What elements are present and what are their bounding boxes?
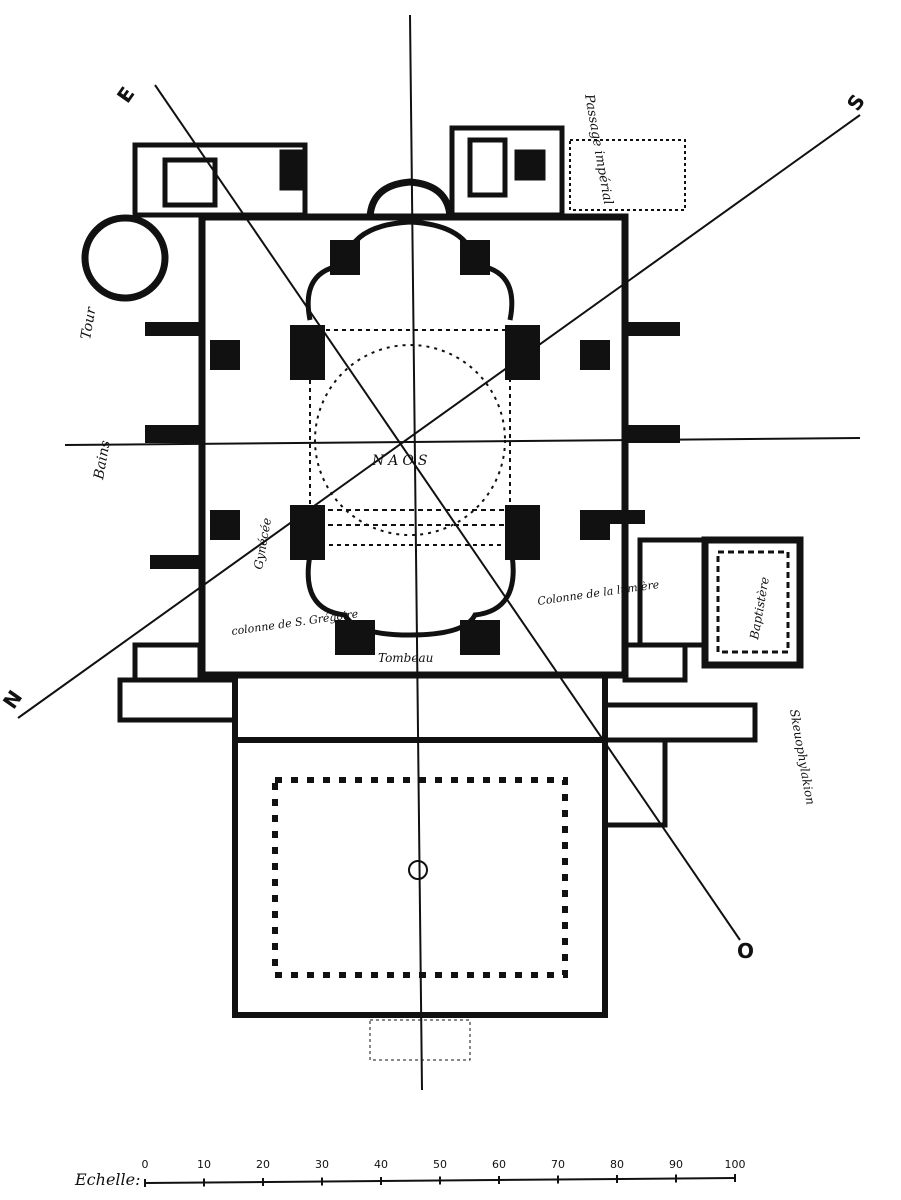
scale-tick-label: 50 xyxy=(433,1158,447,1171)
scale-tick-label: 0 xyxy=(142,1158,149,1171)
horizontal-axis xyxy=(64,437,861,446)
north-south-axis xyxy=(17,114,861,719)
label-women-gallery: Gynécée xyxy=(251,517,274,571)
atrium xyxy=(232,737,608,1018)
cardinal-south: S xyxy=(842,90,870,116)
scale-bar: Echelle: 0 10 20 30 40 50 60 70 80 90 100 xyxy=(74,1158,746,1189)
label-baptistery: Baptistère xyxy=(747,576,772,642)
label-naos: NAOS xyxy=(371,453,431,469)
atrium-fountain xyxy=(408,860,428,880)
label-baths: Bains xyxy=(91,439,114,481)
nave-lower-lobes xyxy=(305,554,516,638)
scale-tick-label: 100 xyxy=(725,1158,746,1171)
east-apse xyxy=(366,178,454,218)
scale-tick-label: 70 xyxy=(551,1158,565,1171)
vertical-axis xyxy=(409,14,423,1091)
nave-upper-lobes xyxy=(305,219,515,321)
label-tower: Tour xyxy=(78,305,100,341)
scale-label: Echelle: xyxy=(74,1170,141,1189)
label-skeuophylakion: Skeuophylakion xyxy=(787,708,818,806)
scale-tick-label: 40 xyxy=(374,1158,388,1171)
east-west-axis xyxy=(154,84,741,941)
scale-tick-label: 80 xyxy=(610,1158,624,1171)
cardinal-east: E xyxy=(112,82,140,107)
scale-tick-label: 60 xyxy=(492,1158,506,1171)
cardinal-north: N xyxy=(0,686,27,713)
scale-tick-label: 10 xyxy=(197,1158,211,1171)
scale-tick-label: 90 xyxy=(669,1158,683,1171)
cardinal-west: O xyxy=(737,939,754,963)
label-tomb: Tombeau xyxy=(378,651,433,665)
narthex xyxy=(232,672,608,743)
tower-circle xyxy=(81,214,169,302)
scale-tick-label: 30 xyxy=(315,1158,329,1171)
label-imperial-passage: Passage impérial xyxy=(581,92,615,206)
scale-tick-label: 20 xyxy=(256,1158,270,1171)
